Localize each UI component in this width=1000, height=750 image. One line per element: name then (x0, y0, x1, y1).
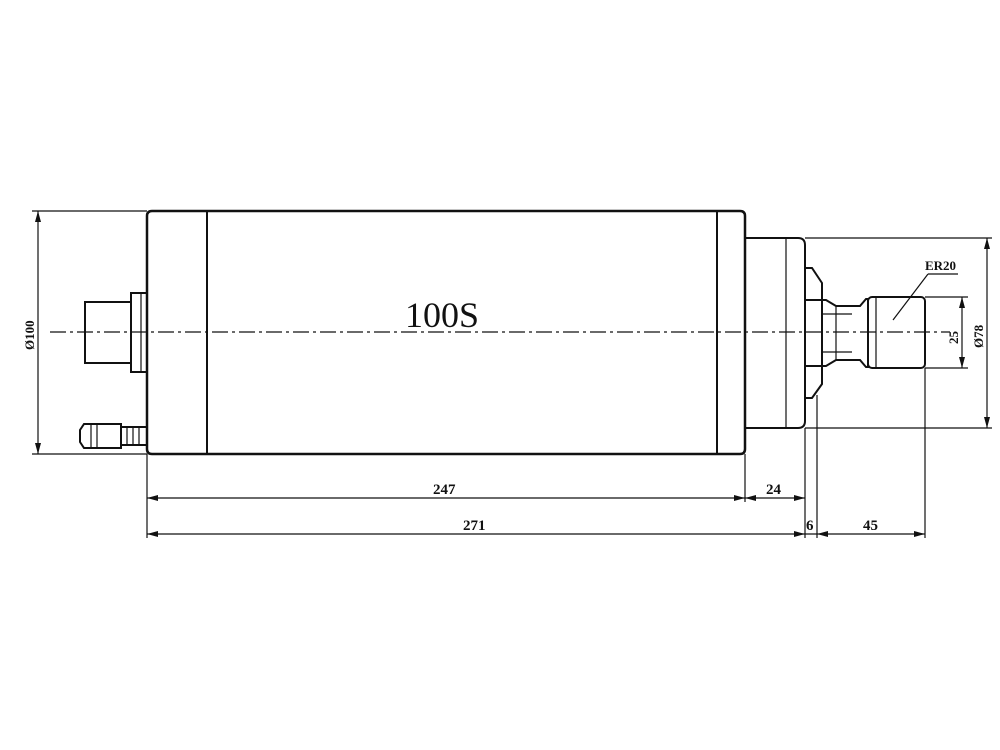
collet-height-label: 25 (946, 331, 961, 345)
cooling-nozzle (79, 423, 148, 449)
spindle-nose (805, 267, 869, 399)
total-length-label: 271 (463, 518, 486, 534)
front-flange (745, 237, 806, 429)
flange-length-label: 24 (766, 482, 782, 498)
nut-diameter-label: Ø78 (971, 324, 986, 348)
extension-lines (146, 368, 926, 538)
body-diameter-label: Ø100 (22, 320, 37, 350)
dimension-collet-height: 25 (925, 296, 968, 369)
dimension-nut-diameter: Ø78 (805, 237, 992, 429)
dimension-body-diameter: Ø100 (22, 210, 147, 455)
collet-label: ER20 (925, 258, 956, 273)
dimension-row-1: 247 24 (147, 482, 805, 501)
dimension-row-2: 271 6 45 (147, 518, 925, 537)
nose-length-label: 45 (863, 518, 878, 534)
model-label: 100S (405, 295, 479, 335)
collet-callout: ER20 (892, 258, 958, 321)
body-length-label: 247 (433, 482, 456, 498)
gap-length-label: 6 (806, 518, 814, 534)
